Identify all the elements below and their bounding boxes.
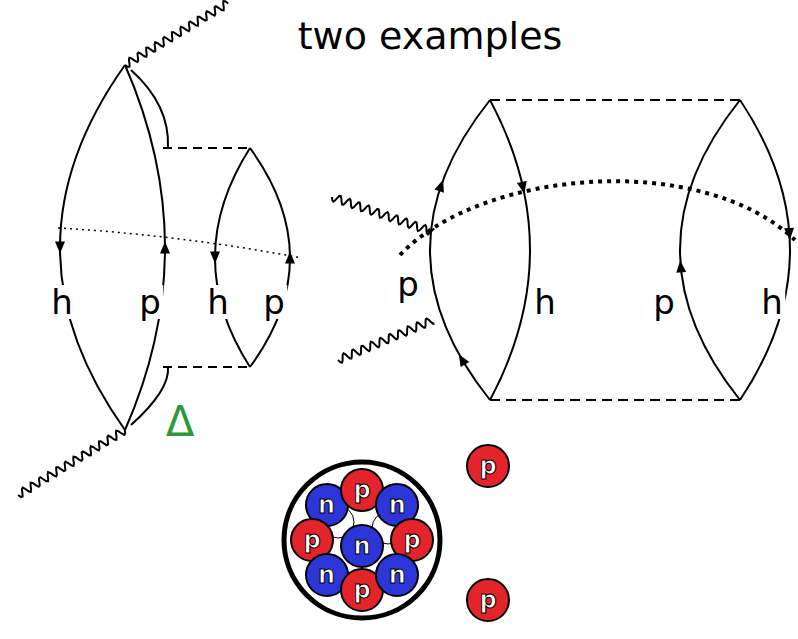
line-label: h (49, 285, 75, 319)
free-nucleon: p (466, 444, 510, 488)
nucleon-letter: p (479, 588, 496, 612)
diagram-title: two examples (296, 17, 565, 55)
interaction-line (163, 366, 250, 368)
line-label: p (261, 285, 287, 319)
hole-line (740, 100, 790, 400)
photon-line (18, 430, 125, 497)
hole-line (215, 148, 250, 367)
arrowhead (676, 260, 686, 272)
nucleon-letter: p (353, 478, 370, 502)
delta-double-line (131, 70, 168, 148)
line-label: p (651, 285, 677, 319)
particle-line (250, 148, 290, 367)
photon-line (125, 1, 228, 67)
photon-line (332, 196, 434, 234)
nucleon-letter: n (318, 563, 335, 587)
interaction-line (490, 99, 740, 101)
arrowhead (55, 242, 65, 254)
nucleon-letter: n (389, 563, 406, 587)
free-nucleon: p (466, 578, 510, 622)
nucleus-outline (284, 462, 440, 618)
interaction-line (490, 399, 740, 401)
nucleon-letter: p (303, 528, 320, 552)
nucleon-letter: n (353, 534, 370, 558)
nucleon-letter: n (318, 493, 335, 517)
nucleon-letter: p (353, 578, 370, 602)
line-label: p (395, 267, 421, 301)
arrowhead (784, 228, 794, 240)
arrowhead (160, 242, 170, 254)
nucleon-letter: p (479, 454, 496, 478)
delta-label: Δ (164, 401, 197, 443)
arrowhead (434, 180, 443, 193)
arrowhead (459, 354, 469, 367)
nucleon-ball: n (340, 524, 384, 568)
hole-line (490, 100, 530, 400)
nucleon-letter: p (403, 528, 420, 552)
line-label: h (532, 285, 558, 319)
nucleon-letter: n (389, 493, 406, 517)
particle-line (430, 100, 490, 400)
photon-line (338, 318, 434, 362)
interaction-line (163, 147, 250, 149)
hole-line (60, 65, 125, 430)
arrowhead (517, 181, 527, 194)
particle-line (125, 65, 165, 430)
arrowhead (210, 252, 220, 264)
line-label: h (759, 285, 785, 319)
particle-line (680, 100, 740, 400)
line-label: h (205, 285, 231, 319)
cut-line (58, 228, 302, 258)
cut-line (400, 181, 795, 255)
arrowhead (285, 252, 295, 264)
delta-double-line (131, 367, 168, 425)
line-label: p (137, 285, 163, 319)
